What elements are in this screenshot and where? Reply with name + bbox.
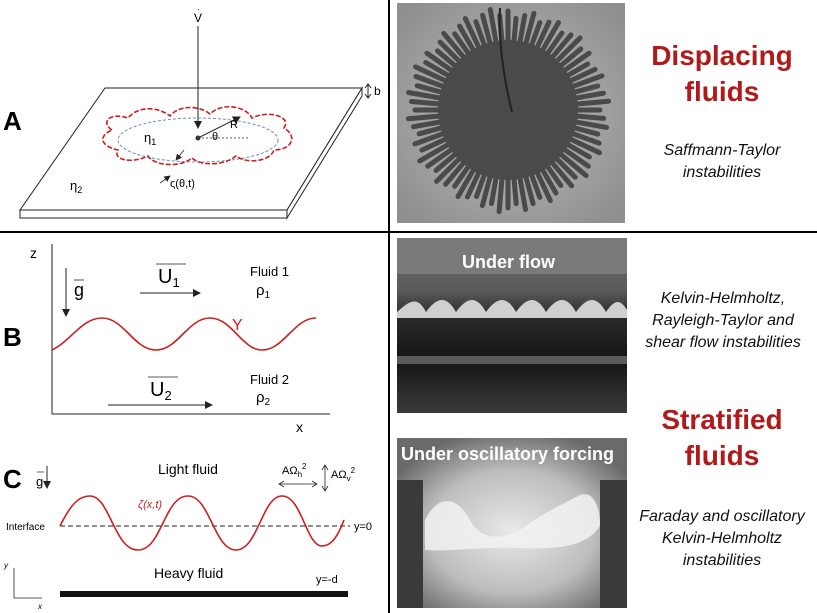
c-yd-label: y=-d bbox=[316, 574, 338, 586]
fingering-interface bbox=[102, 106, 293, 166]
c-forcing-horizontal: AΩh2 bbox=[282, 462, 307, 479]
panel-a-letter: A bbox=[3, 106, 22, 136]
c-gravity-label: g bbox=[36, 474, 43, 489]
c-bottom-wall bbox=[60, 591, 348, 597]
faraday-note: Faraday and oscillatory Kelvin-Helmholtz… bbox=[628, 506, 816, 572]
c-heavy-fluid: Heavy fluid bbox=[154, 565, 223, 581]
panel-b-letter: B bbox=[3, 322, 22, 352]
thickness-arrowheads bbox=[364, 83, 372, 99]
lower-stripe bbox=[397, 356, 627, 364]
kh-note-line3: shear flow instabilities bbox=[645, 334, 801, 351]
b-rho1: ρ1 bbox=[256, 282, 271, 301]
outer-viscosity: η2 bbox=[70, 178, 82, 195]
b-rho2: ρ2 bbox=[256, 389, 271, 408]
saffman-note-line1: Saffmann-Taylor bbox=[663, 142, 781, 159]
b-interface-wave bbox=[51, 317, 317, 351]
c-zeta-label: ζ(x,t) bbox=[138, 499, 162, 511]
kh-note-line2: Rayleigh-Taylor and bbox=[652, 312, 794, 329]
c-small-y-label: y bbox=[3, 561, 9, 570]
plate-thickness-side bbox=[19, 209, 288, 219]
b-velocity1: U1 bbox=[158, 266, 180, 290]
kh-note: Kelvin-Helmholtz, Rayleigh-Taylor and sh… bbox=[630, 288, 816, 354]
flow-dot: · bbox=[197, 4, 200, 14]
radius-label: R bbox=[230, 119, 238, 131]
panel-a: A b V · R θ η1 η2 ς(θ,t) bbox=[3, 4, 381, 220]
c-light-fluid: Light fluid bbox=[158, 461, 218, 477]
perturbation-label: ς(θ,t) bbox=[170, 178, 195, 190]
photo-under-flow-label: Under flow bbox=[462, 252, 555, 272]
b-gravity-label: g bbox=[74, 280, 84, 300]
c-forcing-v-heads bbox=[321, 464, 329, 492]
angle-label: θ bbox=[212, 131, 218, 143]
stratified-heading: Stratified fluids bbox=[632, 402, 812, 474]
displacing-heading-line1: Displacing bbox=[651, 40, 793, 71]
c-interface-label: Interface bbox=[6, 522, 45, 533]
c-small-x-label: x bbox=[37, 602, 43, 611]
faraday-note-line3: instabilities bbox=[682, 552, 762, 569]
c-forcing-h-heads bbox=[278, 480, 318, 488]
displacing-heading: Displacing fluids bbox=[632, 38, 812, 110]
kh-billows bbox=[397, 299, 627, 318]
oscillatory-photo bbox=[397, 438, 627, 608]
under-flow-photo bbox=[397, 238, 627, 413]
saffman-note-line2: instabilities bbox=[682, 164, 762, 181]
injection-point bbox=[195, 135, 201, 141]
faraday-note-line1: Faraday and oscillatory bbox=[639, 508, 805, 525]
left-wall bbox=[397, 480, 423, 608]
faraday-note-line2: Kelvin-Helmholtz bbox=[661, 530, 783, 547]
b-z-label: z bbox=[30, 245, 37, 261]
plate-thickness-right bbox=[286, 86, 363, 220]
forced-interface bbox=[425, 494, 600, 551]
displacing-block: Displacing fluids Saffmann-Taylor instab… bbox=[632, 38, 812, 184]
perturbation-arrow bbox=[175, 149, 185, 161]
b-x-label: x bbox=[296, 419, 303, 435]
thickness-label: b bbox=[374, 84, 381, 98]
injection-tube bbox=[498, 7, 513, 113]
kh-note-line1: Kelvin-Helmholtz, bbox=[660, 290, 786, 307]
displacing-heading-line2: fluids bbox=[684, 76, 760, 107]
b-fluid2-label: Fluid 2 bbox=[250, 372, 289, 387]
saffman-taylor-photo bbox=[397, 3, 625, 223]
b-tension-label: Υ bbox=[232, 317, 243, 334]
panel-b: B z x g U1 Fluid 1 ρ1 Υ U2 Fluid 2 ρ2 bbox=[3, 244, 330, 435]
c-interface-wave bbox=[59, 495, 345, 551]
stratified-heading-line2: fluids bbox=[684, 440, 760, 471]
upper-light-layer bbox=[397, 238, 627, 274]
radius-line bbox=[197, 116, 241, 139]
c-y0-label: y=0 bbox=[354, 521, 372, 533]
b-fluid1-label: Fluid 1 bbox=[250, 264, 289, 279]
c-forcing-vertical: AΩv2 bbox=[331, 466, 356, 483]
flow-label: V bbox=[194, 11, 202, 25]
photo-oscillatory-label: Under oscillatory forcing bbox=[401, 444, 615, 464]
displaced-core bbox=[438, 40, 578, 180]
stratified-heading-line1: Stratified bbox=[661, 404, 783, 435]
saffman-note: Saffmann-Taylor instabilities bbox=[632, 140, 812, 184]
b-velocity2: U2 bbox=[150, 379, 172, 403]
perturbation-pointer bbox=[159, 175, 171, 184]
panel-c: C g Light fluid AΩh2 AΩv2 Interface y=0 … bbox=[3, 461, 372, 611]
right-wall bbox=[600, 480, 627, 608]
inner-viscosity: η1 bbox=[144, 130, 156, 147]
panel-c-letter: C bbox=[3, 464, 22, 494]
